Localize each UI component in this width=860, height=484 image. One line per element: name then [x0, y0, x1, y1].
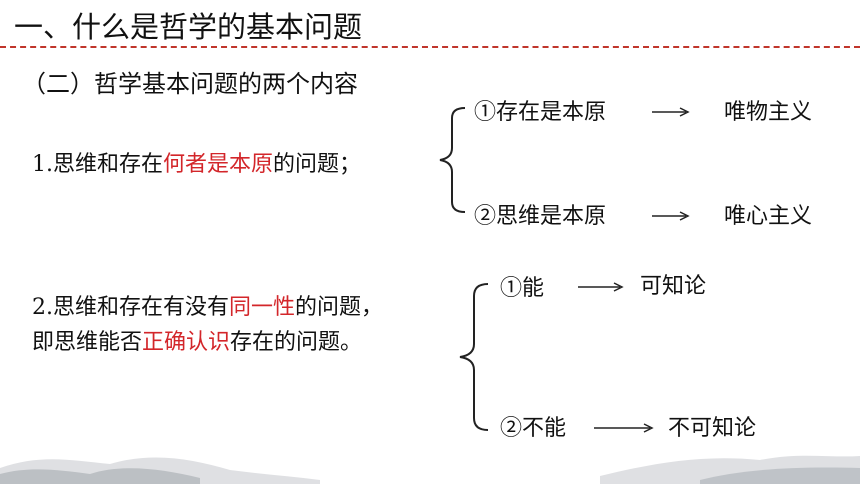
option-q1-1-result: 唯物主义 [724, 100, 813, 125]
question-2-line2: 即思维能否正确认识存在的问题。 [32, 324, 362, 356]
question-1-highlight: 何者是本原 [163, 152, 274, 177]
option-q2-1-result: 可知论 [640, 274, 707, 299]
question-1-prefix: 1.思维和存在 [32, 152, 163, 177]
option-q2-2-label: ②不能 [500, 416, 567, 441]
page-title: 一、什么是哲学的基本问题 [14, 10, 363, 44]
option-q1-2-result: 唯心主义 [724, 204, 813, 229]
question-2-line1-highlight: 同一性 [229, 295, 296, 320]
option-q2-2-result: 不可知论 [668, 416, 757, 441]
arrow-q2-1 [578, 282, 624, 292]
question-2-line1-suffix: 的问题， [295, 295, 384, 320]
question-1-suffix: 的问题； [273, 152, 362, 177]
question-2-line1-prefix: 2.思维和存在有没有 [32, 295, 229, 320]
question-2-line2-suffix: 存在的问题。 [230, 330, 363, 355]
bracket-q1 [439, 107, 466, 213]
question-2-line2-highlight: 正确认识 [142, 330, 231, 355]
arrow-q2-2 [594, 423, 654, 433]
option-q2-1-label: ①能 [500, 276, 545, 301]
bracket-q2 [459, 283, 489, 431]
option-q1-2-label: ②思维是本原 [474, 204, 607, 229]
arrow-q1-2 [652, 211, 690, 221]
question-2-line2-prefix: 即思维能否 [32, 330, 143, 355]
title-divider [0, 46, 860, 48]
ink-landscape-decoration [0, 455, 860, 484]
question-2-line1: 2.思维和存在有没有同一性的问题， [32, 289, 383, 321]
question-1: 1.思维和存在何者是本原的问题； [32, 146, 361, 178]
arrow-q1-1 [652, 107, 690, 117]
option-q1-1-label: ①存在是本原 [474, 100, 607, 125]
section-subtitle: （二）哲学基本问题的两个内容 [22, 70, 358, 98]
